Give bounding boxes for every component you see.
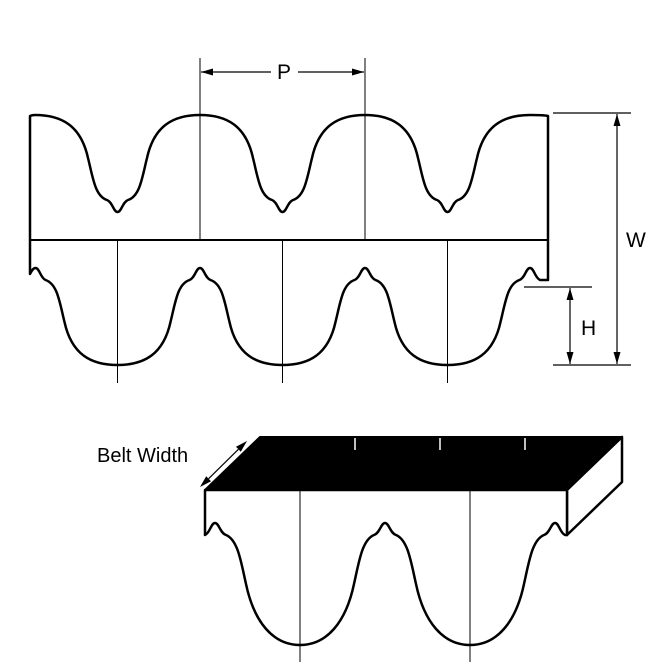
tooth-height-label: H — [581, 317, 596, 340]
w-arrow-bottom — [613, 352, 621, 364]
belt-width-dimension: Belt Width — [97, 441, 247, 487]
belt-top-surface — [204, 436, 623, 491]
belt-profile-section — [28, 58, 550, 383]
h-arrow-top — [566, 288, 574, 300]
tooth-height-dimension: H — [524, 286, 596, 364]
belt-width-label: Belt Width — [97, 445, 188, 467]
overall-thickness-dimension: W — [553, 112, 646, 366]
h-arrow-bottom — [566, 352, 574, 364]
belt-width-arrow-line — [208, 448, 239, 480]
overall-thickness-label: W — [626, 229, 646, 252]
pitch-arrow-right — [352, 68, 364, 76]
w-arrow-top — [613, 114, 621, 126]
pitch-label: P — [277, 61, 291, 84]
belt-front-face — [203, 488, 569, 647]
belt-3d-view: Belt Width — [97, 435, 624, 662]
pitch-arrow-left — [201, 68, 213, 76]
pitch-dimension: P — [201, 61, 364, 84]
belt-width-arrow-upper — [236, 441, 247, 452]
belt-width-arrow-lower — [200, 476, 211, 487]
